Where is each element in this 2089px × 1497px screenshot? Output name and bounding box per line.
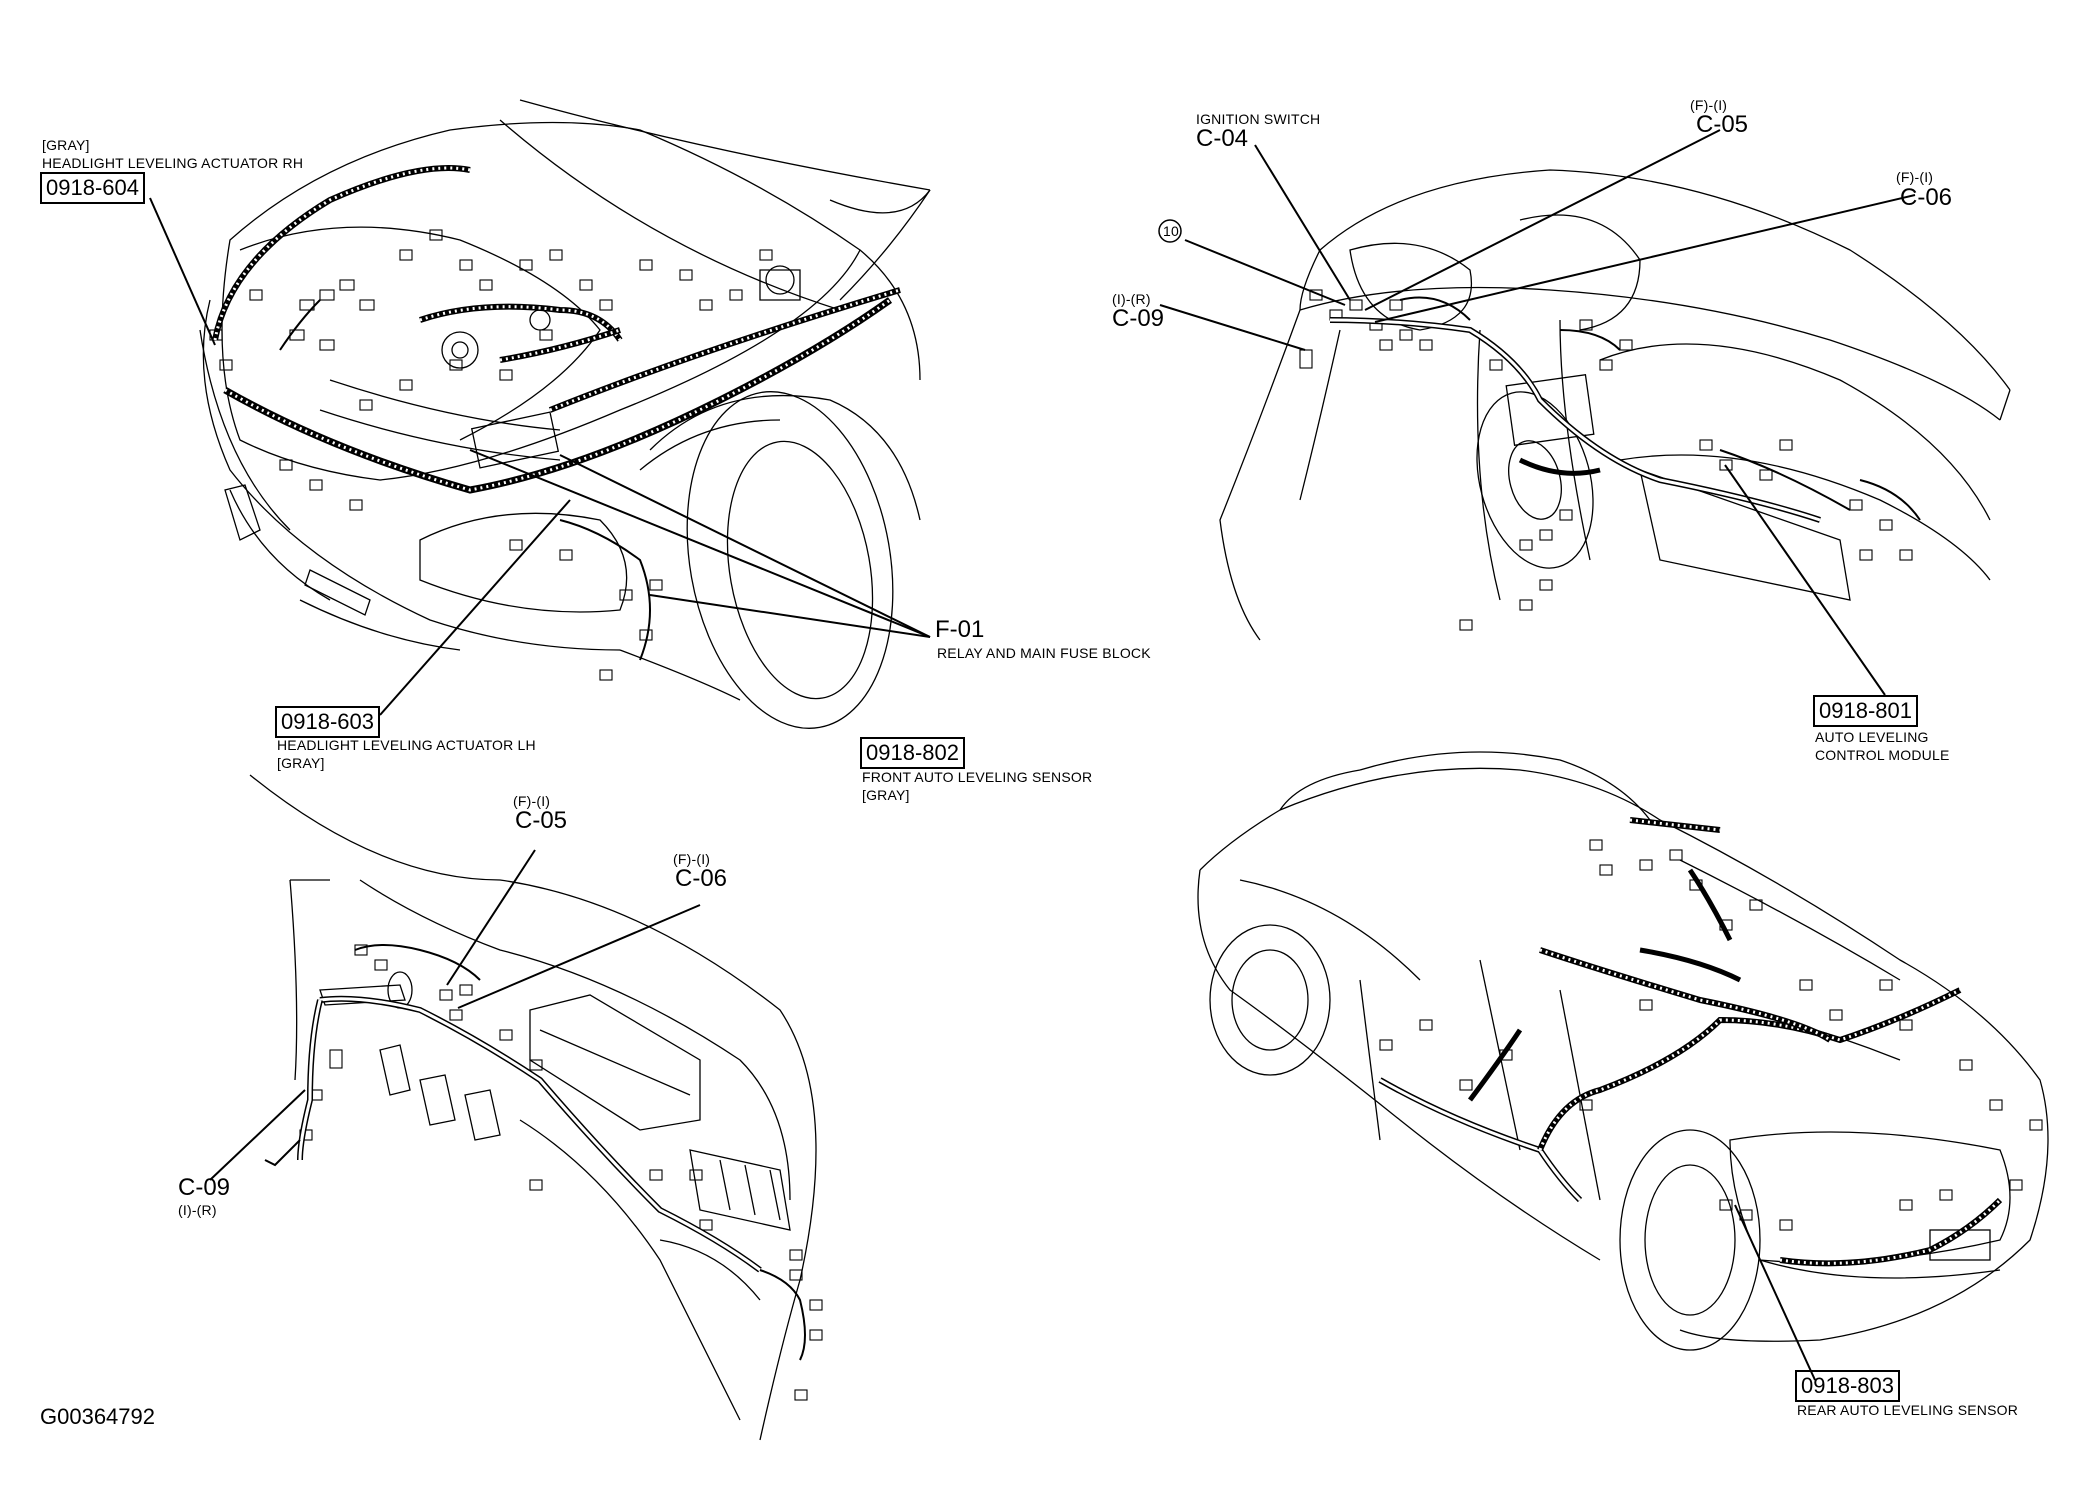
lh-actuator-color: [GRAY]	[277, 755, 325, 771]
c09-bottom-group: (I)-(R)	[178, 1202, 217, 1218]
c05-bottom-group: (F)-(I)	[513, 793, 551, 809]
rear-sensor-name: REAR AUTO LEVELING SENSOR	[1797, 1402, 2019, 1418]
control-module-line1: AUTO LEVELING	[1815, 729, 1929, 745]
reference-circle-number: 10	[1163, 223, 1179, 239]
rear-sensor-code: 0918-803	[1795, 1370, 1900, 1402]
front-sensor-code: 0918-802	[860, 737, 965, 769]
c06-top-group: (F)-(I)	[1896, 169, 1934, 185]
front-sensor-name: FRONT AUTO LEVELING SENSOR	[862, 769, 1093, 785]
front-leader-lines	[149, 197, 931, 716]
interior-harness	[1329, 296, 1921, 523]
c09-top-group: (I)-(R)	[1112, 291, 1151, 307]
c06-bottom-group: (F)-(I)	[673, 851, 711, 867]
c05-top-code: C-05	[1696, 111, 1749, 138]
c06-top-code: C-06	[1900, 184, 1953, 211]
front-sensor-color: [GRAY]	[862, 787, 910, 803]
lower-dash-harness	[264, 944, 806, 1361]
fuse-block-name: RELAY AND MAIN FUSE BLOCK	[937, 645, 1151, 661]
rh-actuator-name: HEADLIGHT LEVELING ACTUATOR RH	[42, 155, 304, 171]
c06-bottom-code: C-06	[675, 865, 728, 892]
front-engine-bay-view	[199, 99, 931, 729]
interior-dash-view	[1219, 169, 2011, 641]
rear-car-view	[1197, 751, 2049, 1351]
rh-actuator-code: 0918-604	[40, 172, 145, 204]
rear-harness	[1378, 817, 2003, 1267]
ignition-switch-name: IGNITION SWITCH	[1196, 111, 1321, 127]
front-harness	[212, 165, 901, 661]
rear-leader-lines	[1734, 1204, 1816, 1381]
ignition-switch-code: C-04	[1196, 125, 1249, 152]
c05-bottom-code: C-05	[515, 807, 568, 834]
control-module-line2: CONTROL MODULE	[1815, 747, 1950, 763]
lower-dash-view	[249, 774, 823, 1441]
lh-actuator-name: HEADLIGHT LEVELING ACTUATOR LH	[277, 737, 536, 753]
lower-dash-leader-lines	[209, 849, 701, 1181]
control-module-code: 0918-801	[1813, 695, 1918, 727]
interior-leader-lines	[1159, 129, 1916, 696]
lh-actuator-code: 0918-603	[275, 706, 380, 738]
reference-circle	[1158, 219, 1182, 243]
fuse-block-code: F-01	[935, 616, 985, 643]
c09-top-code: C-09	[1112, 305, 1165, 332]
c09-bottom-code: C-09	[178, 1174, 231, 1201]
rh-actuator-color: [GRAY]	[42, 137, 90, 153]
figure-id: G00364792	[40, 1404, 155, 1429]
c05-top-group: (F)-(I)	[1690, 97, 1728, 113]
